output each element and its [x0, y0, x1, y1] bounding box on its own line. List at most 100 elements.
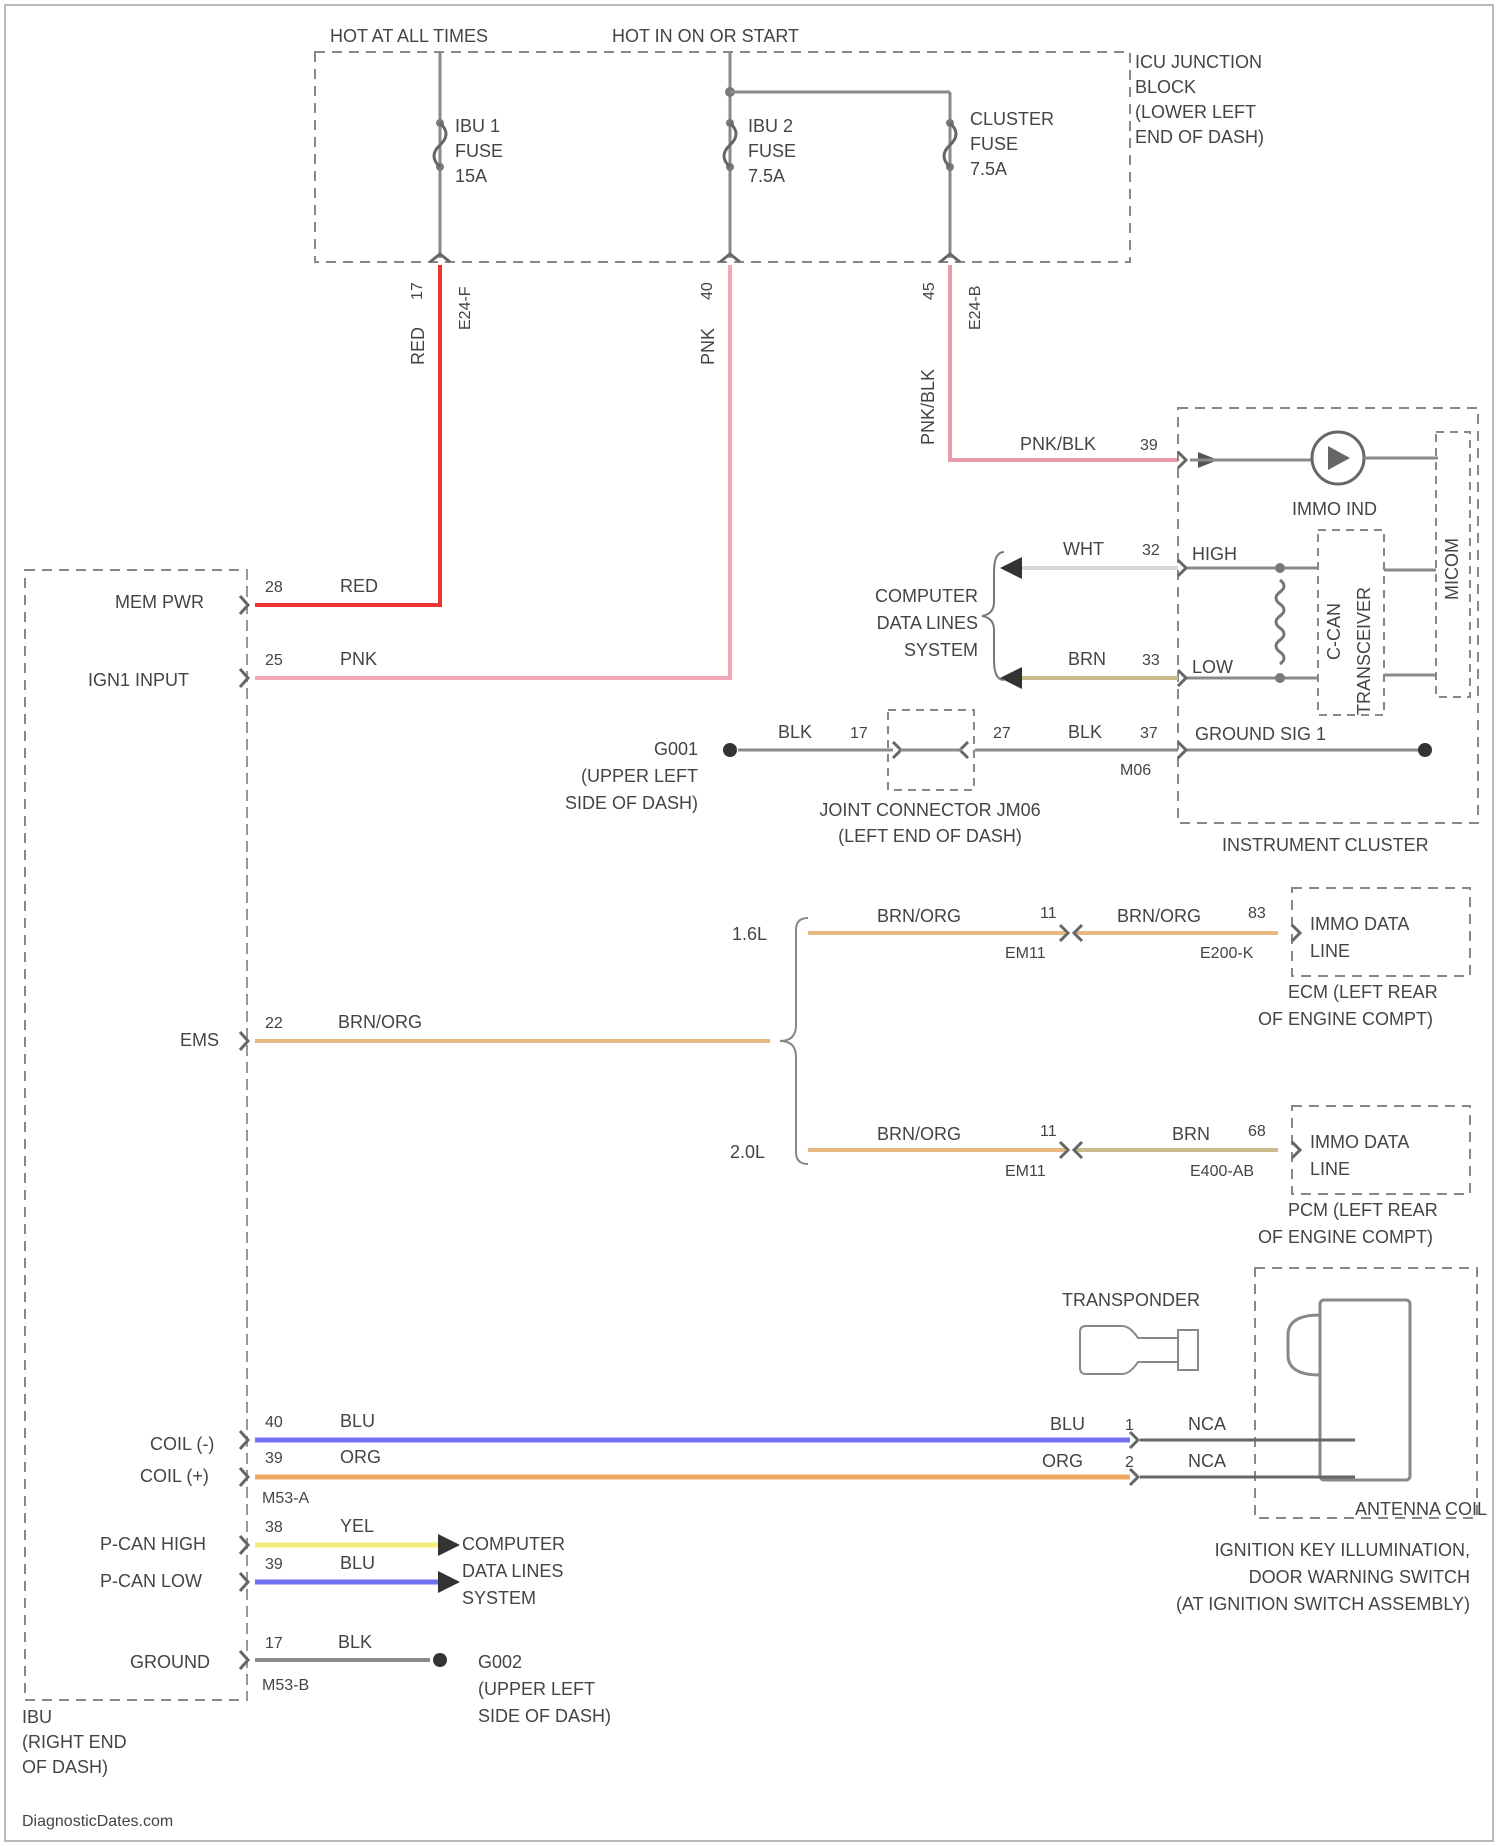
fuse1-label-2: FUSE	[455, 141, 503, 161]
svg-text:JOINT CONNECTOR JM06(LEFT END: JOINT CONNECTOR JM06 (LEFT END OF DASH)	[819, 800, 1040, 846]
pcan-high-arrow-icon	[438, 1534, 460, 1556]
cluster-low-wire: BRN	[1068, 649, 1106, 669]
micom-label: MICOM	[1442, 538, 1462, 600]
ibu-wire-pcan-low: BLU	[340, 1553, 375, 1573]
antenna-nca-2: NCA	[1188, 1451, 1226, 1471]
junction-block-label-4: END OF DASH)	[1135, 127, 1264, 147]
joint-pin-left: 17	[850, 725, 868, 742]
engine-split-brace	[780, 918, 808, 1164]
ccan-label-2: TRANSCEIVER	[1354, 587, 1374, 715]
ecm-label-1: ECM (LEFT REAR	[1288, 982, 1438, 1002]
cluster-low-label: LOW	[1192, 657, 1233, 677]
ibu-conn-ground: M53-B	[262, 1677, 309, 1694]
ibu-wire-ground: BLK	[338, 1632, 372, 1652]
cdl-label-3: SYSTEM	[904, 640, 978, 660]
ibu-num-coil-neg: 40	[265, 1414, 283, 1431]
cluster-chevron-ground	[1178, 742, 1186, 758]
pcan-low-arrow-icon	[438, 1571, 460, 1593]
cluster-high-wire: WHT	[1063, 539, 1104, 559]
ibu-pin-ign1: IGN1 INPUT	[88, 670, 189, 690]
g002-label-1: G002	[478, 1652, 522, 1672]
engine-16-conn-pin: 11	[1040, 905, 1057, 922]
antenna-chevron-2	[1130, 1469, 1138, 1485]
junction-block-box	[315, 52, 1130, 262]
pcm-immo-label-1: IMMO DATA	[1310, 1132, 1409, 1152]
antenna-pin-1: 1	[1125, 1417, 1134, 1434]
engine-16-wire2: BRN/ORG	[1117, 906, 1201, 926]
switch-label-3: (AT IGNITION SWITCH ASSEMBLY)	[1176, 1594, 1470, 1614]
antenna-wire-org: ORG	[1042, 1451, 1083, 1471]
engine-20-label: 2.0L	[730, 1142, 765, 1162]
hot-at-all-times-label: HOT AT ALL TIMES	[330, 26, 488, 46]
engine-16-ecm-pin: 83	[1248, 905, 1266, 922]
ibu-num-ign1: 25	[265, 652, 283, 669]
g002-ground-terminal-icon	[433, 1653, 447, 1667]
g001-label-3: SIDE OF DASH)	[565, 793, 698, 813]
svg-text:ICU JUNCTIONBLOCK(LOWER LEFTEN: ICU JUNCTIONBLOCK(LOWER LEFTEND OF DASH)	[1135, 52, 1264, 147]
antenna-nca-1: NCA	[1188, 1414, 1226, 1434]
ibu-wire-mem-pwr: RED	[340, 576, 378, 596]
antenna-chevron-1	[1130, 1432, 1138, 1448]
ibu-num-ground: 17	[265, 1635, 283, 1652]
cluster-high-label: HIGH	[1192, 544, 1237, 564]
c3-pin: 45	[921, 282, 938, 300]
svg-text:IBU(RIGHT ENDOF DASH): IBU(RIGHT ENDOF DASH)	[22, 1707, 127, 1777]
watermark: DiagnosticDates.com	[22, 1813, 173, 1830]
joint-label-2: (LEFT END OF DASH)	[838, 826, 1022, 846]
pcan-cdl-label-2: DATA LINES	[462, 1561, 563, 1581]
ibu-pin-ground: GROUND	[130, 1652, 210, 1672]
ibu-wire-pcan-high: YEL	[340, 1516, 374, 1536]
ibu-wire-ems: BRN/ORG	[338, 1012, 422, 1032]
g001-label-2: (UPPER LEFT	[581, 766, 698, 786]
pcan-cdl-label-1: COMPUTER	[462, 1534, 565, 1554]
ecm-immo-label-2: LINE	[1310, 941, 1350, 961]
engine-16-conn: EM11	[1005, 945, 1046, 962]
pcm-label-1: PCM (LEFT REAR	[1288, 1200, 1438, 1220]
fuse1-label-3: 15A	[455, 166, 487, 186]
engine-16-wire1: BRN/ORG	[877, 906, 961, 926]
transponder-key-icon	[1080, 1326, 1178, 1374]
ccan-label-1: C-CAN	[1324, 603, 1344, 660]
wire-label-red-vertical: RED	[408, 327, 428, 365]
svg-text:IBU 2FUSE7.5A: IBU 2FUSE7.5A	[748, 116, 796, 186]
fuse1-label-1: IBU 1	[455, 116, 500, 136]
c1-conn: E24-F	[457, 286, 474, 330]
switch-label-2: DOOR WARNING SWITCH	[1249, 1567, 1470, 1587]
ibu-label-3: OF DASH)	[22, 1757, 108, 1777]
ibu-wire-coil-pos: ORG	[340, 1447, 381, 1467]
ibu-pin-mem-pwr: MEM PWR	[115, 592, 204, 612]
cluster-ground-pin: 37	[1140, 725, 1158, 742]
joint-label-1: JOINT CONNECTOR JM06	[819, 800, 1040, 820]
wire-label-pnkblk-vertical: PNK/BLK	[918, 369, 938, 445]
ibu-pin-coil-neg: COIL (-)	[150, 1434, 214, 1454]
pcm-chevron	[1292, 1142, 1300, 1158]
g001-ground-terminal-icon	[723, 743, 737, 757]
transponder-chip-icon	[1178, 1330, 1198, 1370]
ecm-chevron	[1292, 925, 1300, 941]
cluster-high-node	[1275, 563, 1285, 573]
fuse3-label-2: FUSE	[970, 134, 1018, 154]
cluster-ground-wire: BLK	[1068, 722, 1102, 742]
engine-20-ecm-pin: 68	[1248, 1123, 1266, 1140]
ibu-wire-ign1: PNK	[340, 649, 377, 669]
antenna-pin-2: 2	[1125, 1454, 1134, 1471]
page-frame	[5, 5, 1493, 1841]
transponder-label: TRANSPONDER	[1062, 1290, 1200, 1310]
svg-text:ECM (LEFT REAROF ENGINE COMPT): ECM (LEFT REAROF ENGINE COMPT)	[1258, 982, 1438, 1029]
svg-text:IGNITION KEY ILLUMINATION,DOOR: IGNITION KEY ILLUMINATION,DOOR WARNING S…	[1176, 1540, 1470, 1614]
cluster-ground-label: GROUND SIG 1	[1195, 724, 1326, 744]
ibu-num-coil-pos: 39	[265, 1450, 283, 1467]
joint-chevron-left	[893, 742, 901, 758]
svg-text:PCM (LEFT REAROF ENGINE COMPT): PCM (LEFT REAROF ENGINE COMPT)	[1258, 1200, 1438, 1247]
antenna-coil-icon	[1320, 1300, 1410, 1480]
ibu-num-ems: 22	[265, 1015, 283, 1032]
immo-ind-label: IMMO IND	[1292, 499, 1377, 519]
engine-20-wire2: BRN	[1172, 1124, 1210, 1144]
terminating-resistor-icon	[1276, 580, 1284, 664]
